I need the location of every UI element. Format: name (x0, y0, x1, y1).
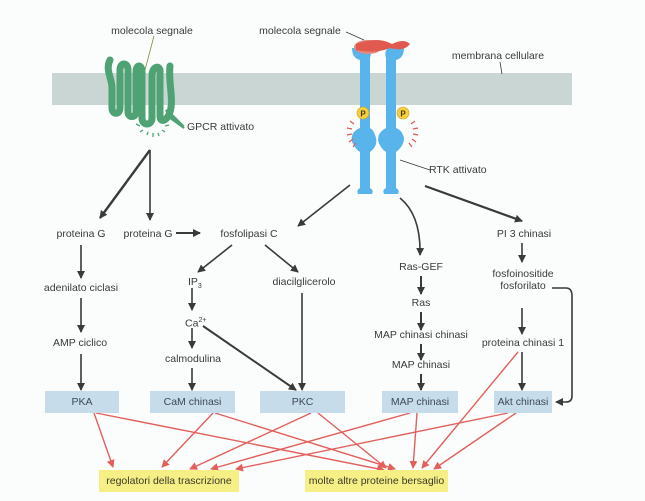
gpcr-tail (165, 109, 185, 129)
node-camp: AMP ciclico (52, 337, 108, 349)
node-pi3-kinase: PI 3 chinasi (496, 228, 552, 240)
arrow-mapk-tx (210, 412, 411, 471)
target-other-proteins: molte altre proteine bersaglio (305, 470, 448, 492)
kinase-box-cam-kinase: CaM chinasi (150, 391, 235, 413)
arrow-camk-other (214, 412, 396, 471)
kinase-box-pka: PKA (45, 391, 119, 413)
arrow-pdk1-other (421, 351, 519, 469)
arrow-plc-ip3 (197, 244, 233, 273)
node-diacylglycerol: diacilglicerolo (272, 276, 336, 288)
arrow-mapk-other (409, 412, 418, 469)
arrow-rtk-pi3k (424, 184, 523, 223)
node-ras-gef: Ras-GEF (399, 261, 443, 273)
gpcr-label-pointer (169, 111, 185, 127)
arrow-akt-other (433, 412, 517, 470)
svg-text:P: P (360, 110, 366, 119)
arrow-plc-dag (264, 244, 299, 273)
target-transcription-regulators: regolatori della trascrizione (99, 470, 239, 492)
phosphate-right-icon: P (396, 106, 410, 120)
node-g-protein-1: proteina G (56, 228, 106, 240)
node-map-kinase-kinase: MAP chinasi chinasi (374, 329, 468, 341)
phosphate-left-icon: P (356, 106, 370, 120)
arrow-pkc-tx (189, 412, 312, 470)
target-arrows (93, 351, 519, 473)
node-map-kinase: MAP chinasi (391, 359, 451, 371)
node-adenylyl-cyclase: adenilato ciclasi (43, 282, 119, 294)
pathway-arrows (77, 149, 573, 406)
gpcr-receptor-icon (104, 56, 175, 128)
arrow-rtk-plc (297, 184, 351, 227)
kinase-box-pkc: PKC (260, 391, 345, 413)
rtk-ligand-icon (354, 40, 410, 54)
kinase-box-map-kinase: MAP chinasi (382, 391, 458, 413)
arrow-akt-tx (235, 412, 509, 472)
node-g-protein-2: proteina G (123, 228, 173, 240)
signal-molecule-left-label: molecola segnale (111, 25, 193, 37)
cell-membrane-label: membrana cellulare (451, 50, 545, 62)
rtk-activated-label: RTK attivato (429, 164, 487, 176)
arrow-pkc-other (317, 412, 387, 469)
node-calcium: Ca2+ (185, 317, 207, 330)
signal-molecule-left-pointer (144, 35, 155, 71)
node-phospholipase-c: fosfolipasi C (220, 228, 278, 240)
signal-molecule-right-pointer (345, 31, 365, 41)
gpcr-activation-burst-icon (135, 123, 170, 137)
rtk-activation-burst-icon (346, 120, 419, 148)
rtk-receptor-icon (351, 48, 404, 194)
svg-text:P: P (400, 110, 406, 119)
node-ip3: IP3 (188, 276, 202, 291)
rtk-label-pointer (399, 159, 431, 171)
arrow-pka-other (95, 412, 385, 473)
arrow-gpcr-split-left (99, 149, 151, 219)
membrane-label-pointer (499, 61, 503, 75)
node-protein-kinase-1: proteina chinasi 1 (481, 337, 565, 349)
arrow-camk-tx (161, 412, 214, 468)
gpcr-activated-label: GPCR attivato (187, 121, 255, 133)
arrow-rtk-rasgef (399, 197, 425, 256)
kinase-box-akt: Akt chinasi (494, 391, 552, 413)
node-calmodulin: calmodulina (164, 353, 222, 365)
arrow-pip-akt (552, 287, 573, 406)
signal-molecule-right-label: molecola segnale (259, 25, 341, 37)
node-ras: Ras (411, 297, 431, 309)
arrow-ca-pkc (202, 325, 297, 391)
arrow-pka-tx (93, 412, 115, 468)
